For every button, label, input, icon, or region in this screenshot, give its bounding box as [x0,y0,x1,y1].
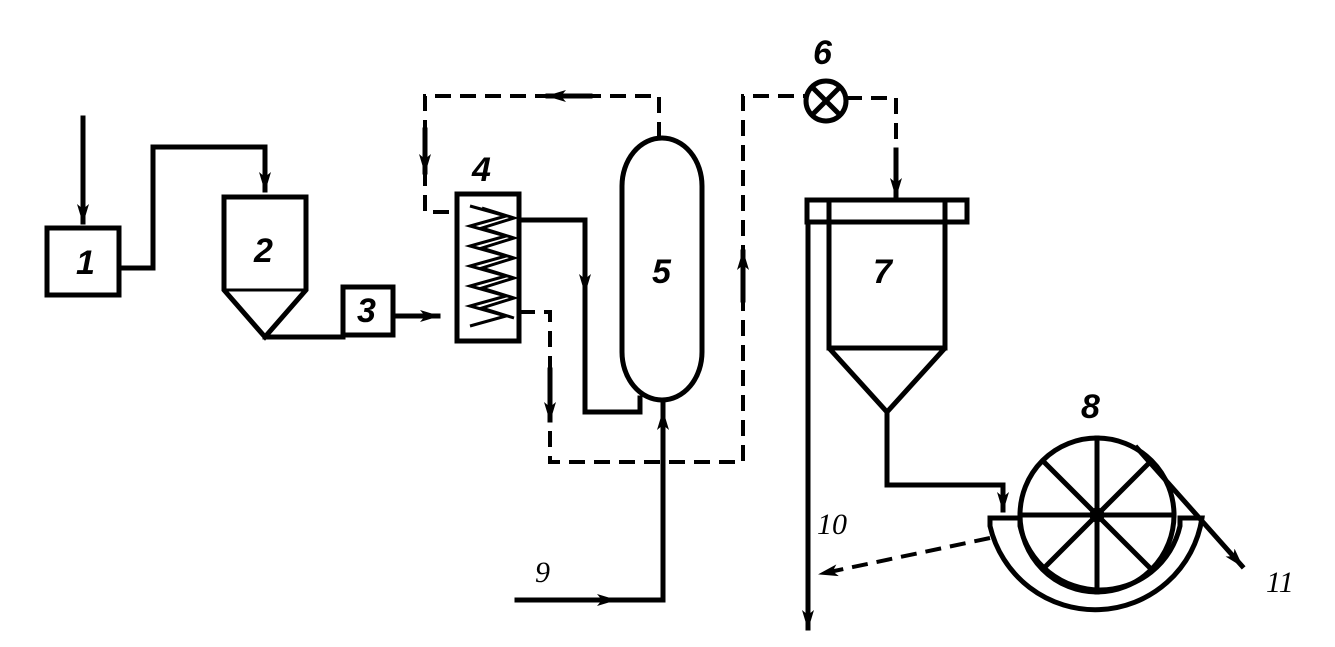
wheel-spokes [1017,435,1177,595]
label-4: 4 [471,151,491,189]
exchanger-coil [464,204,512,328]
dashed-return-5-to-4 [423,94,661,214]
filtrate-dashed [818,536,991,577]
label-3: 3 [357,292,376,330]
line-1-to-2 [116,144,271,271]
valve-cross-b [808,83,844,119]
label-1: 1 [76,244,95,282]
unit-7-body [826,197,948,416]
dashed-4-to-riser [519,94,805,464]
unit-1-box [44,225,122,298]
label-2: 2 [253,232,273,270]
dashed-6-to-7 [846,96,898,192]
unit-2-hopper [221,194,309,341]
unit-3-box [340,284,396,338]
label-5: 5 [652,253,672,291]
cake-line-11 [1133,444,1246,570]
line-7-to-8 [884,409,1006,488]
line-4-to-5 [516,217,643,415]
label-6: 6 [813,34,833,72]
label-11: 11 [1266,566,1294,599]
unit-6-valve [803,78,849,124]
label-8: 8 [1081,388,1100,426]
label-7: 7 [873,253,894,291]
label-10: 10 [817,508,847,541]
label-9: 9 [535,556,550,589]
coil-left-rib [476,206,520,320]
unit-4-heat-exchanger [454,191,522,344]
